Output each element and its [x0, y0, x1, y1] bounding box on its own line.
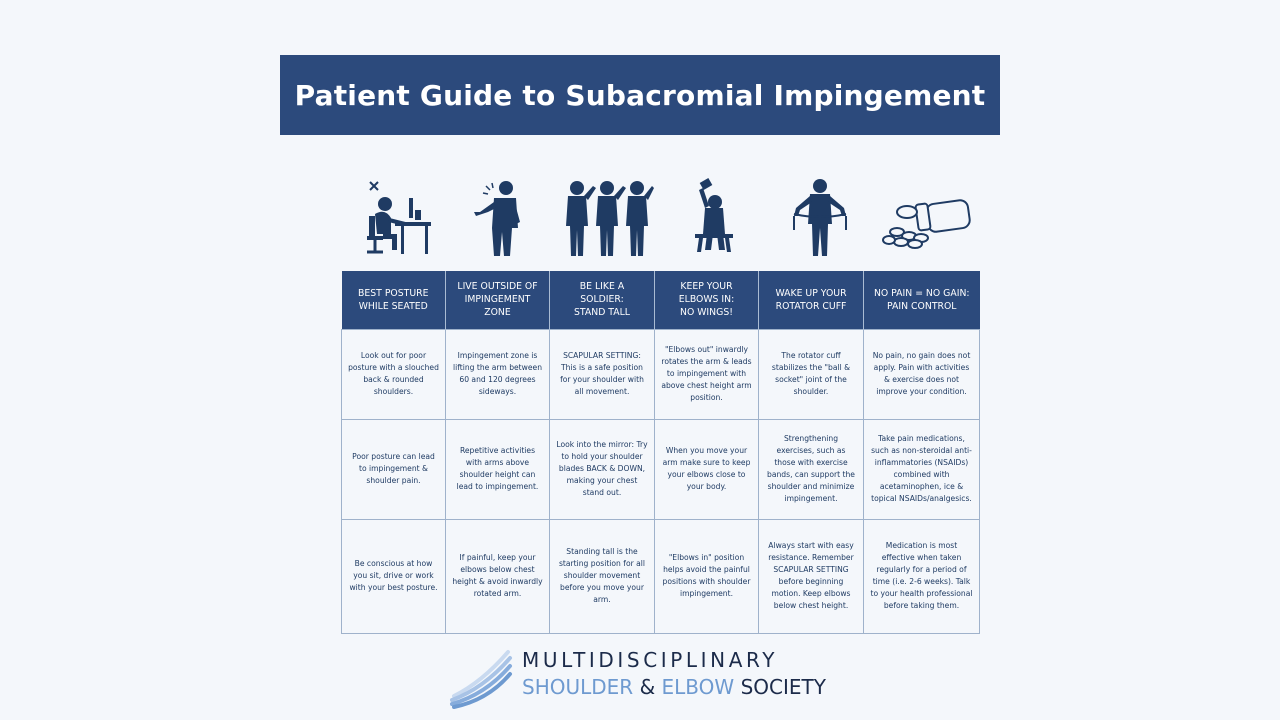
title-banner: Patient Guide to Subacromial Impingement — [280, 55, 1000, 135]
society-logo: MULTIDISCIPLINARY SHOULDER & ELBOW SOCIE… — [448, 646, 848, 710]
table-header-row: BEST POSTURE WHILE SEATED LIVE OUTSIDE O… — [341, 271, 980, 329]
table-cell: If painful, keep your elbows below chest… — [445, 518, 550, 634]
page-title: Patient Guide to Subacromial Impingement — [294, 78, 986, 112]
column-header: BEST POSTURE WHILE SEATED — [341, 271, 446, 329]
logo-text-line2: SHOULDER & ELBOW SOCIETY — [522, 675, 826, 699]
column-header: KEEP YOUR ELBOWS IN: NO WINGS! — [654, 271, 759, 329]
logo-word-shoulder: SHOULDER — [522, 675, 634, 699]
table-cell: Look into the mirror: Try to hold your s… — [549, 418, 655, 520]
weightlifting-icon — [660, 172, 767, 264]
table-row: Be conscious at how you sit, drive or wo… — [341, 518, 980, 634]
table-cell: Standing tall is the starting position f… — [549, 518, 655, 634]
table-cell: Repetitive activities with arms above sh… — [445, 418, 550, 520]
arm-pain-icon — [447, 172, 554, 264]
logo-ampersand: & — [639, 675, 656, 699]
table-cell: Always start with easy resistance. Remem… — [758, 518, 864, 634]
table-cell: Be conscious at how you sit, drive or wo… — [341, 518, 446, 634]
resistance-band-icon — [767, 172, 874, 264]
logo-text-line1: MULTIDISCIPLINARY — [522, 648, 779, 672]
column-header: BE LIKE A SOLDIER: STAND TALL — [549, 271, 655, 329]
desk-posture-icon — [340, 172, 447, 264]
table-row: Look out for poor posture with a slouche… — [341, 328, 980, 420]
logo-word-society: SOCIETY — [740, 675, 826, 699]
table-cell: No pain, no gain does not apply. Pain wi… — [863, 328, 980, 420]
column-header: WAKE UP YOUR ROTATOR CUFF — [758, 271, 864, 329]
table-cell: "Elbows out" inwardly rotates the arm & … — [654, 328, 759, 420]
column-header: NO PAIN = NO GAIN: PAIN CONTROL — [863, 271, 980, 329]
table-cell: Look out for poor posture with a slouche… — [341, 328, 446, 420]
table-cell: SCAPULAR SETTING: This is a safe positio… — [549, 328, 655, 420]
pill-bottle-icon — [873, 172, 980, 264]
column-header: LIVE OUTSIDE OF IMPINGEMENT ZONE — [445, 271, 550, 329]
table-cell: Take pain medications, such as non-stero… — [863, 418, 980, 520]
table-cell: Medication is most effective when taken … — [863, 518, 980, 634]
table-cell: Strengthening exercises, such as those w… — [758, 418, 864, 520]
swoosh-icon — [450, 650, 512, 709]
soldiers-saluting-icon — [553, 172, 660, 264]
table-cell: Impingement zone is lifting the arm betw… — [445, 328, 550, 420]
icons-row — [340, 172, 980, 264]
logo-word-elbow: ELBOW — [661, 675, 735, 699]
table-cell: The rotator cuff stabilizes the "ball & … — [758, 328, 864, 420]
table-cell: "Elbows in" position helps avoid the pai… — [654, 518, 759, 634]
table-cell: When you move your arm make sure to keep… — [654, 418, 759, 520]
guide-table: BEST POSTURE WHILE SEATED LIVE OUTSIDE O… — [341, 271, 980, 634]
table-row: Poor posture can lead to impingement & s… — [341, 418, 980, 520]
table-cell: Poor posture can lead to impingement & s… — [341, 418, 446, 520]
